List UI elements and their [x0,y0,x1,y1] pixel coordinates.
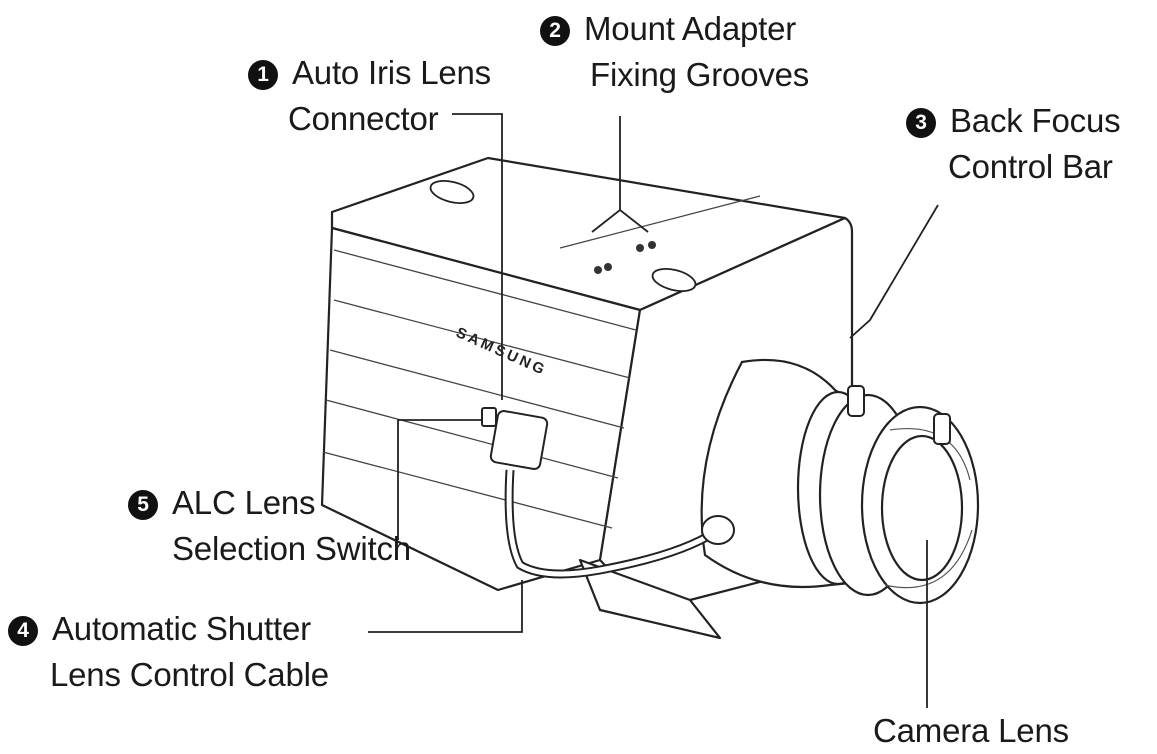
alc-switch [481,407,497,427]
leader-mount-adapter-b [591,208,649,233]
top-screw-rear [429,180,475,204]
cable-lens-plug [701,515,735,545]
callout-alc-switch-line-2: Selection Switch [172,530,411,567]
callout-number-4: 4 [8,616,38,646]
mount-base [578,558,722,640]
callout-camera-lens-line-1: Camera Lens [873,712,1069,749]
callout-number-5: 5 [128,490,158,520]
leader-shutter-cable [368,580,523,633]
leader-alc-switch [397,419,482,540]
leader-auto-iris [452,113,503,400]
callout-number-2: 2 [540,16,570,46]
iris-connector [489,410,549,470]
leader-back-focus [849,204,939,339]
callout-back-focus-line-2: Control Bar [948,148,1113,185]
callout-number-3: 3 [906,108,936,138]
lens-glass [880,434,964,582]
top-screw-front [651,268,697,292]
callout-auto-iris-line-2: Connector [288,100,439,137]
lens-knob-2 [933,413,951,445]
callout-camera-lens: Camera Lens [873,708,1069,754]
callout-shutter-cable-line-2: Lens Control Cable [50,656,329,693]
callout-number-1: 1 [248,60,278,90]
callout-mount-adapter-line-2: Fixing Grooves [590,56,810,93]
lens-knob-1 [847,385,865,417]
